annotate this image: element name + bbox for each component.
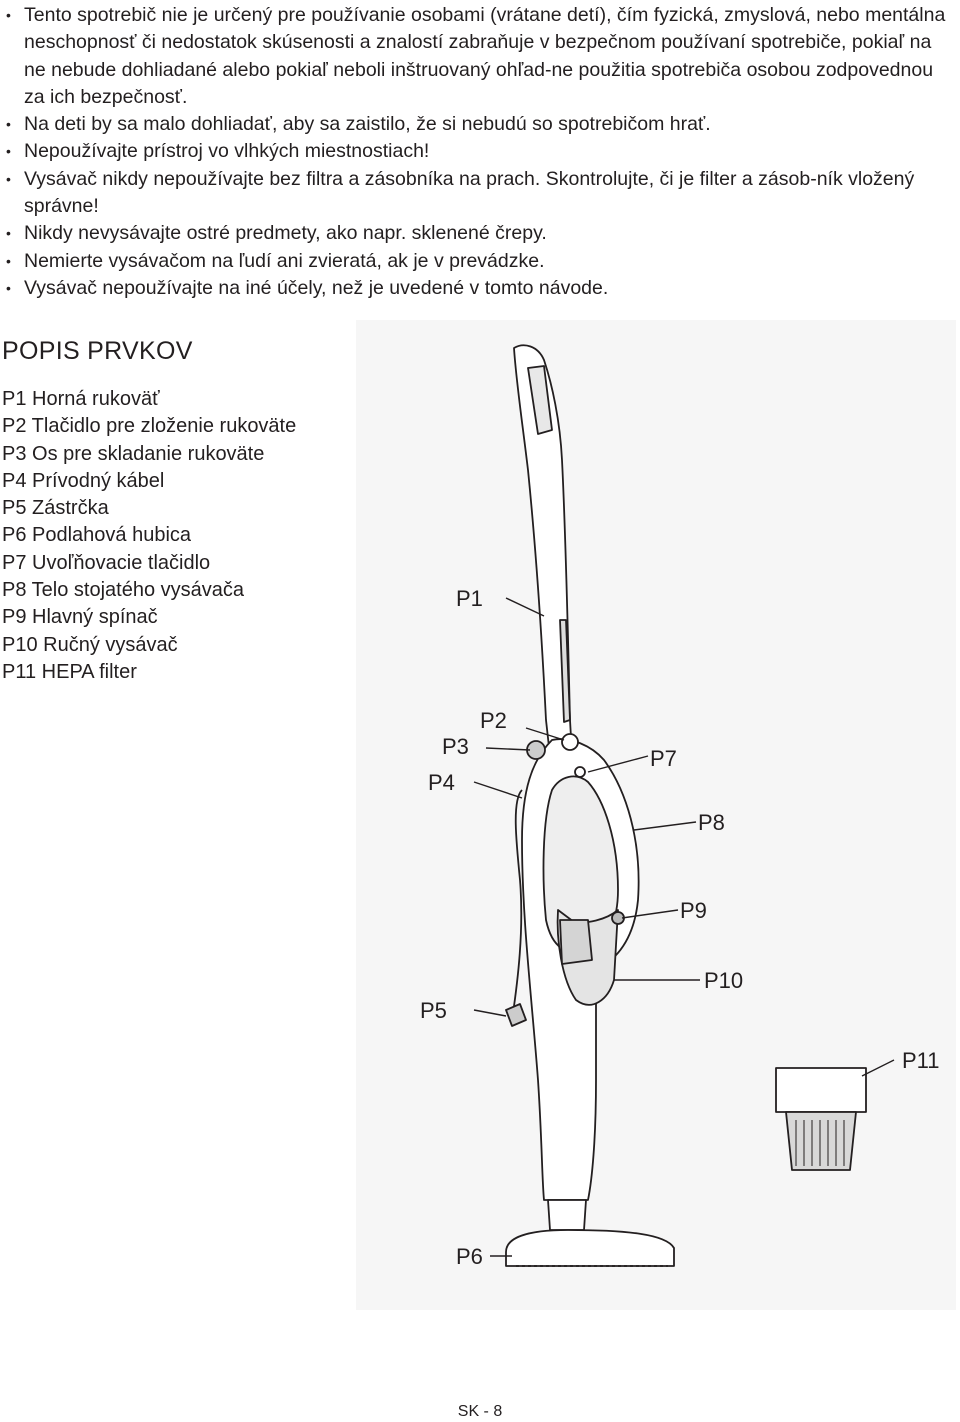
- bullet-item: •Vysávač nepoužívajte na iné účely, než …: [6, 275, 956, 302]
- safety-bullet-list: •Tento spotrebič nie je určený pre použí…: [6, 2, 956, 302]
- part-item: P1 Horná rukoväť: [2, 388, 160, 410]
- leader-line: [633, 821, 697, 831]
- bullet-dot: •: [6, 143, 11, 160]
- bullet-item: •Nikdy nevysávajte ostré predmety, ako n…: [6, 220, 956, 247]
- leader-lines: [473, 597, 895, 1257]
- leader-line: [525, 727, 565, 741]
- label-p1: P1: [456, 586, 483, 611]
- part-item: P6 Podlahová hubica: [2, 524, 192, 547]
- bullet-item: •Na deti by sa malo dohliadať, aby sa za…: [6, 111, 956, 138]
- vacuum-illustration: P1 P2 P3 P4 P5 P6 P7 P8 P9 P10 P11: [356, 320, 956, 1310]
- bullet-item: •Tento spotrebič nie je určený pre použí…: [6, 4, 946, 108]
- part-item: P8 Telo stojatého vysávača: [2, 579, 245, 602]
- part-item: P4 Prívodný kábel: [2, 469, 165, 492]
- bullet-dot: •: [6, 225, 11, 242]
- part-item: P5 Zástrčka: [2, 497, 109, 520]
- label-p8: P8: [698, 810, 725, 835]
- power-cable: [511, 789, 523, 1021]
- parts-list: P1 Horná rukoväť P2 Tlačidlo pre zloženi…: [2, 386, 296, 686]
- hepa-pleat-lines: [795, 1120, 845, 1166]
- bullet-dot: •: [6, 116, 11, 133]
- label-p2: P2: [480, 708, 507, 733]
- part-item: P3 Os pre skladanie rukoväte: [2, 442, 265, 465]
- plug: [505, 1003, 527, 1027]
- bullet-dot: •: [6, 170, 11, 187]
- label-p9: P9: [680, 898, 707, 923]
- bullet-item: •Vysávač nikdy nepoužívajte bez filtra a…: [6, 167, 915, 218]
- part-item: P2 Tlačidlo pre zloženie rukoväte: [2, 415, 297, 438]
- part-item: P11 HEPA filter: [2, 660, 137, 683]
- figure-background: [356, 320, 956, 1310]
- handle-slot: [559, 619, 571, 723]
- leader-line: [861, 1059, 895, 1077]
- leader-line: [621, 909, 679, 919]
- handle-grip: [527, 365, 553, 435]
- bullet-dot: •: [6, 7, 11, 23]
- label-p11: P11: [902, 1048, 940, 1073]
- label-p5: P5: [420, 998, 447, 1023]
- page-number: SK - 8: [457, 1403, 503, 1420]
- leader-line: [485, 747, 531, 751]
- bullet-item: •Nepoužívajte prístroj vo vlhkých miestn…: [6, 138, 956, 165]
- label-p6: P6: [456, 1244, 483, 1269]
- vacuum-diagram: P1 P2 P3 P4 P5 P6 P7 P8 P9 P10 P11: [356, 320, 956, 1310]
- release-button: [574, 766, 586, 778]
- lower-neck: [547, 1199, 587, 1231]
- fold-button: [561, 733, 579, 751]
- leader-line: [473, 1009, 507, 1017]
- bullet-item: •Nemierte vysávačom na ľudí ani zvieratá…: [6, 248, 956, 275]
- hepa-filter-cap: [775, 1067, 867, 1113]
- label-p10: P10: [704, 968, 743, 993]
- part-item: P10 Ručný vysávač: [2, 633, 178, 656]
- label-p3: P3: [442, 734, 469, 759]
- part-item: P7 Uvoľňovacie tlačidlo: [2, 551, 211, 574]
- label-p7: P7: [650, 746, 677, 771]
- floor-nozzle: [505, 1229, 675, 1267]
- vacuum-drawing: [505, 344, 867, 1267]
- leader-line: [587, 755, 649, 773]
- part-item: P9 Hlavný spínač: [2, 606, 158, 629]
- label-p4: P4: [428, 770, 455, 795]
- leader-line: [505, 597, 545, 617]
- dust-container: [559, 919, 593, 965]
- bullet-dot: •: [6, 252, 11, 269]
- bullet-dot: •: [6, 279, 11, 296]
- section-title: POPIS PRVKOV: [2, 337, 193, 365]
- leader-line: [473, 781, 523, 799]
